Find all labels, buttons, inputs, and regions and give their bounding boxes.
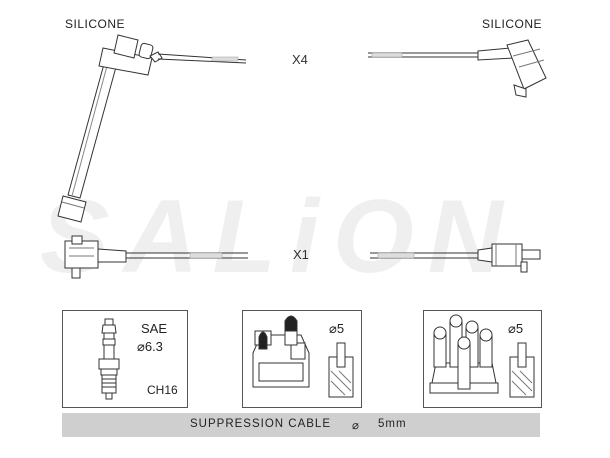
terminal-section-icon bbox=[328, 342, 354, 398]
distributor-cap-icon bbox=[429, 314, 499, 394]
terminal-section-icon bbox=[509, 342, 535, 398]
quantity-top-label: X4 bbox=[292, 52, 308, 67]
cable-label: SUPPRESSION CABLE bbox=[190, 418, 331, 430]
angled-boot-right bbox=[477, 39, 547, 98]
coil-cap-icon bbox=[252, 315, 310, 388]
coil-connector-right bbox=[477, 243, 541, 273]
right-material-label: SILICONE bbox=[482, 17, 543, 31]
plug-model-label: CH16 bbox=[147, 383, 178, 397]
bottom-cable bbox=[126, 252, 478, 259]
coil-cap-diameter-label: ⌀5 bbox=[329, 321, 345, 336]
coil-cap-box: ⌀5 bbox=[242, 310, 362, 408]
quantity-bottom-label: X1 bbox=[293, 247, 309, 262]
diameter-symbol: ⌀ bbox=[352, 420, 360, 432]
distributor-cap-box: ⌀5 bbox=[423, 310, 542, 408]
plug-size-label: ⌀6.3 bbox=[137, 339, 163, 354]
long-plug-boot bbox=[57, 34, 163, 223]
spark-plug-icon bbox=[98, 318, 120, 400]
plug-standard-label: SAE bbox=[141, 321, 168, 336]
short-boot-left bbox=[64, 235, 127, 279]
plug-terminal-box: SAE ⌀6.3 CH16 bbox=[62, 310, 188, 408]
salion-watermark: SALiON bbox=[40, 179, 517, 295]
left-material-label: SILICONE bbox=[65, 17, 126, 31]
suppression-cable-bar: SUPPRESSION CABLE ⌀ 5mm bbox=[62, 413, 540, 437]
top-cable bbox=[157, 52, 478, 64]
distributor-cap-diameter-label: ⌀5 bbox=[508, 321, 524, 336]
diameter-value: 5mm bbox=[378, 418, 407, 430]
